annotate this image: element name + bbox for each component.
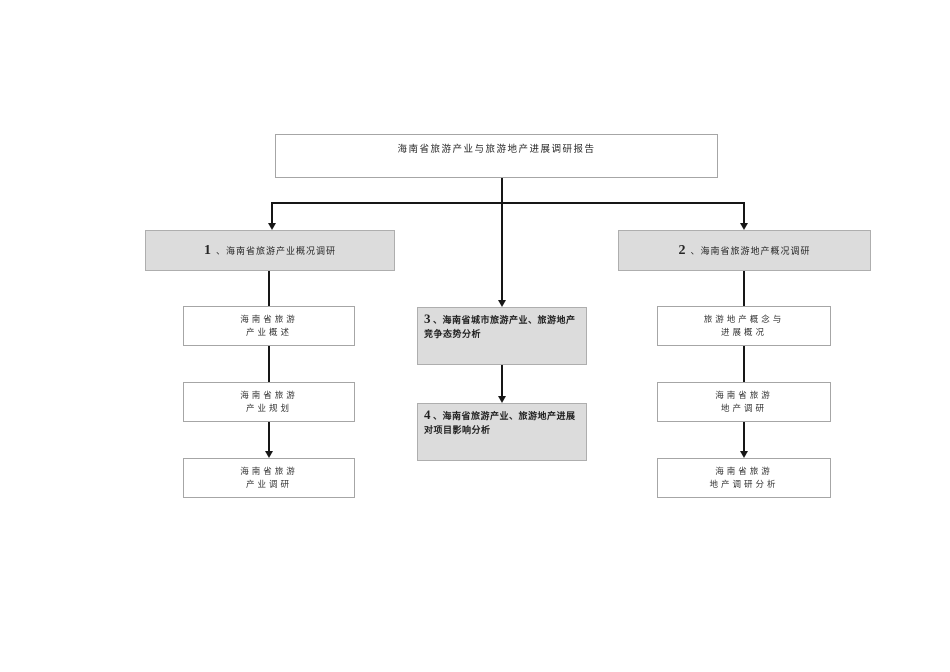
node-text-line1: 海南省旅游	[240, 466, 298, 476]
arrowhead-icon	[498, 300, 506, 307]
section-number: 2	[678, 242, 687, 258]
node-text-line1: 海南省旅游	[240, 314, 298, 324]
node-text-line1: 海南省旅游	[240, 390, 298, 400]
arrowhead-icon	[498, 396, 506, 403]
connector-right-1	[743, 271, 745, 306]
connector-left-3	[268, 422, 270, 451]
arrowhead-icon	[265, 451, 273, 458]
arrowhead-icon	[740, 223, 748, 230]
section-box-2: 2 、海南省旅游地产概况调研	[618, 230, 871, 271]
connector-right-3	[743, 422, 745, 451]
section-box-4: 4、海南省旅游产业、旅游地产进展对项目影响分析	[417, 403, 587, 461]
arrowhead-icon	[268, 223, 276, 230]
connector-right-2	[743, 346, 745, 382]
connector-title-to-box3	[501, 178, 503, 301]
report-title-box: 海南省旅游产业与旅游地产进展调研报告	[275, 134, 718, 178]
node-property-concept: 旅游地产概念与 进展概况	[657, 306, 831, 346]
node-text-line2: 产业调研	[245, 479, 292, 489]
node-industry-planning: 海南省旅游 产业规划	[183, 382, 355, 422]
section-box-3: 3、海南省城市旅游产业、旅游地产竞争态势分析	[417, 307, 587, 365]
section-label: 、海南省城市旅游产业、旅游地产竞争态势分析	[424, 315, 576, 339]
connector-left-2	[268, 346, 270, 382]
node-text-line2: 进展概况	[720, 327, 767, 337]
node-text-line1: 旅游地产概念与	[703, 314, 785, 324]
connector-drop-left	[271, 202, 273, 223]
node-property-research: 海南省旅游 地产调研	[657, 382, 831, 422]
section-number: 1	[203, 242, 212, 258]
connector-left-1	[268, 271, 270, 306]
section-label: 、海南省旅游产业、旅游地产进展对项目影响分析	[424, 411, 576, 435]
node-text-line2: 地产调研分析	[709, 479, 779, 489]
node-industry-research: 海南省旅游 产业调研	[183, 458, 355, 498]
section-label: 、海南省旅游产业概况调研	[215, 246, 336, 256]
node-property-analysis: 海南省旅游 地产调研分析	[657, 458, 831, 498]
node-text-line2: 地产调研	[720, 403, 767, 413]
arrowhead-icon	[740, 451, 748, 458]
node-industry-overview: 海南省旅游 产业概述	[183, 306, 355, 346]
connector-branch-horizontal	[271, 202, 745, 204]
node-text-line2: 产业规划	[245, 403, 292, 413]
section-number: 4	[424, 407, 431, 422]
connector-drop-right	[743, 202, 745, 223]
connector-box3-to-box4	[501, 365, 503, 396]
section-number: 3	[424, 311, 431, 326]
node-text-line2: 产业概述	[245, 327, 292, 337]
section-label: 、海南省旅游地产概况调研	[690, 246, 811, 256]
node-text-line1: 海南省旅游	[715, 390, 773, 400]
section-box-1: 1 、海南省旅游产业概况调研	[145, 230, 395, 271]
node-text-line1: 海南省旅游	[715, 466, 773, 476]
